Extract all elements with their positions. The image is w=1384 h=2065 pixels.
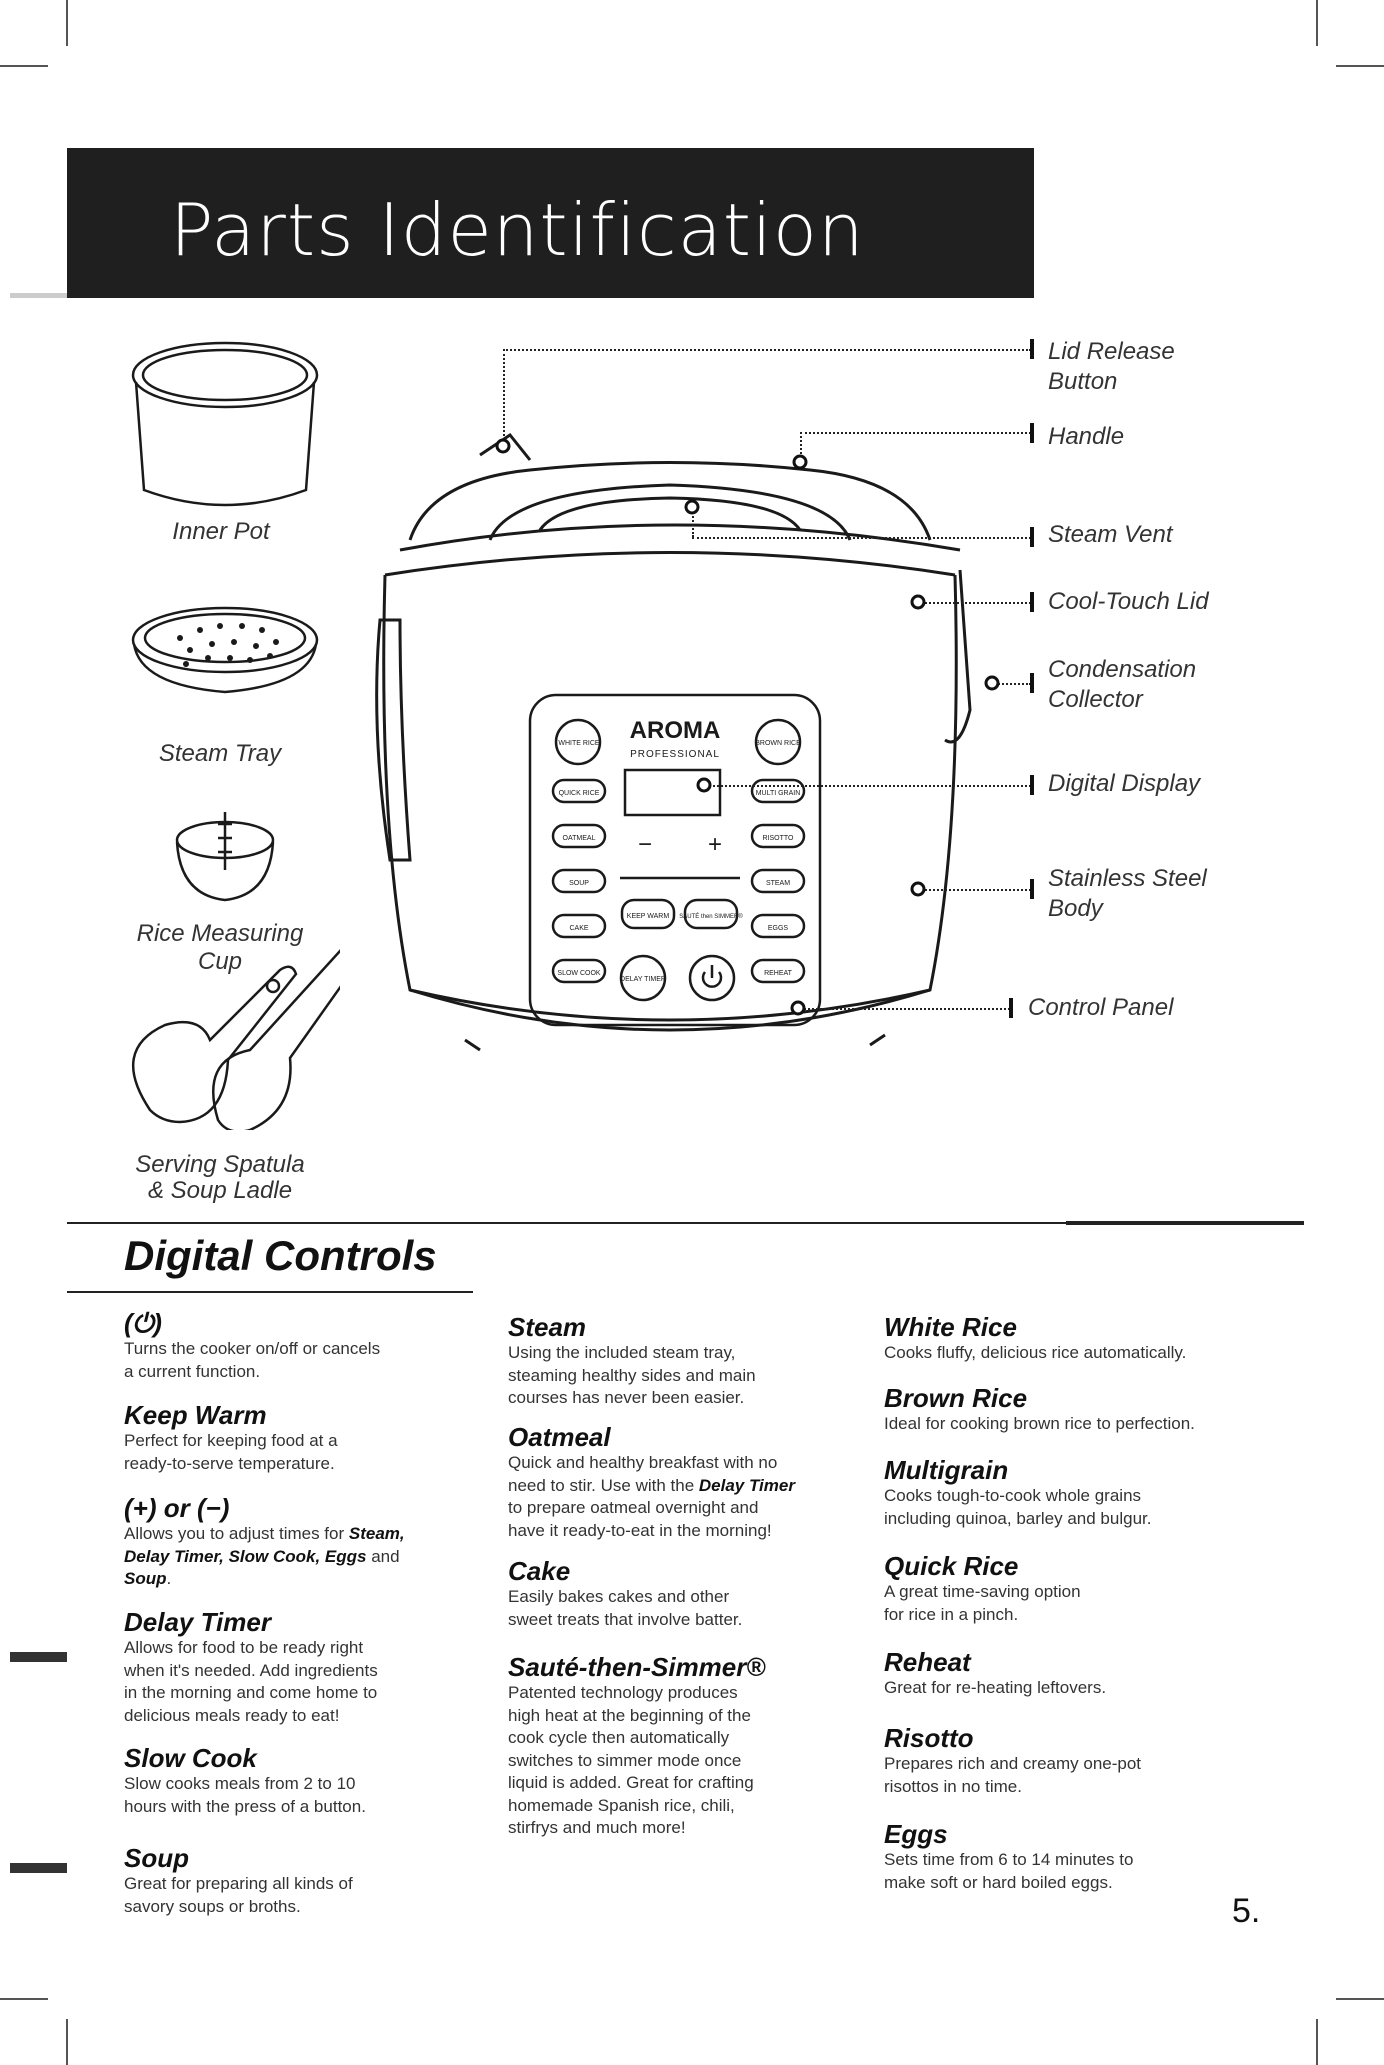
banner-tab — [10, 293, 67, 298]
crop-mark — [1336, 1998, 1384, 2000]
reheat-description: Reheat Great for re-heating leftovers. — [884, 1647, 1107, 1697]
spatula-ladle-icon — [132, 949, 340, 1130]
plus-button: + — [708, 831, 722, 858]
control-panel — [528, 693, 822, 1027]
digital-display-label: Digital Display — [1048, 770, 1201, 797]
soup-description: Soup Great for preparing all kinds of sa… — [124, 1843, 353, 1916]
steam-vent-label: Steam Vent — [1048, 521, 1173, 548]
steam-button: STEAM — [766, 880, 790, 887]
plus-minus-description: (+) or (−) Allows you to adjust times fo… — [124, 1493, 405, 1588]
steam-description: Steam Using the included steam tray, ste… — [508, 1312, 756, 1407]
brand-logo: AROMA — [630, 717, 721, 744]
cool-touch-lid-label: Cool-Touch Lid — [1048, 588, 1209, 615]
delay-timer-button: DELAY TIMER — [620, 976, 666, 983]
steam-tray-label: Steam Tray — [158, 740, 282, 767]
callout-tick — [1030, 775, 1034, 795]
stainless-body-label: Stainless Steel Body — [1048, 865, 1207, 922]
page-number: 5. — [1232, 1892, 1261, 1930]
white-rice-button: WHITE RICE — [558, 740, 600, 747]
quick-rice-button: QUICK RICE — [559, 790, 600, 797]
risotto-description: Risotto Prepares rich and creamy one-pot… — [884, 1723, 1142, 1796]
measuring-cup-icon — [175, 812, 275, 902]
callout-tick — [1030, 339, 1034, 359]
power-description: (⏻) Turns the cooker on/off or cancels a… — [124, 1308, 380, 1383]
title-underline — [67, 1291, 473, 1293]
spatula-label: Serving Spatula & Soup Ladle — [135, 1151, 305, 1204]
title-banner: Parts Identification — [67, 148, 1034, 298]
callout-line — [706, 785, 1031, 787]
white-rice-description: White Rice Cooks fluffy, delicious rice … — [884, 1312, 1187, 1362]
margin-mark — [10, 1652, 67, 1662]
saute-simmer-description: Sauté-then-Simmer® Patented technology p… — [508, 1652, 766, 1837]
crop-mark — [66, 2019, 68, 2065]
callout-line — [800, 1008, 1010, 1010]
section-divider-accent — [1066, 1221, 1304, 1225]
brown-rice-button: BROWN RICE — [755, 740, 801, 747]
inner-pot-label: Inner Pot — [172, 518, 270, 545]
condensation-label: Condensation Collector — [1048, 656, 1197, 713]
callout-dots — [495, 438, 1000, 1016]
power-icon — [701, 971, 723, 988]
margin-mark — [10, 1863, 67, 1873]
section-divider — [67, 1222, 1304, 1224]
rice-cup-label: Rice Measuring Cup — [136, 920, 304, 975]
callout-tick — [1030, 673, 1034, 693]
eggs-description: Eggs Sets time from 6 to 14 minutes to m… — [884, 1819, 1134, 1892]
keep-warm-description: Keep Warm Perfect for keeping food at a … — [124, 1400, 338, 1473]
steam-tray-icon — [131, 606, 319, 694]
oatmeal-button: OATMEAL — [563, 835, 596, 842]
cake-description: Cake Easily bakes cakes and other sweet … — [508, 1556, 743, 1629]
callout-tick — [1030, 527, 1034, 547]
rice-cooker-illustration: AROMA PROFESSIONAL − + WHITE RICE BROWN … — [375, 432, 972, 1052]
crop-mark — [1336, 65, 1384, 67]
accessories-illustration — [131, 341, 340, 1130]
callout-line — [692, 505, 694, 537]
callout-line — [503, 349, 1031, 351]
inner-pot-icon — [131, 341, 319, 507]
slow-cook-button: SLOW COOK — [557, 970, 601, 977]
keep-warm-button: KEEP WARM — [627, 913, 670, 920]
callout-tick — [1030, 879, 1034, 899]
quick-rice-description: Quick Rice A great time-saving option fo… — [884, 1551, 1081, 1624]
crop-mark — [66, 0, 68, 46]
digital-controls-title: Digital Controls — [124, 1232, 437, 1279]
callout-line — [800, 432, 1031, 434]
callout-line — [800, 432, 802, 462]
oatmeal-description: Oatmeal Quick and healthy breakfast with… — [508, 1422, 795, 1540]
crop-mark — [1316, 0, 1318, 46]
multigrain-button: MULTI GRAIN — [756, 790, 801, 797]
callout-tick — [1030, 423, 1034, 443]
callout-line — [920, 889, 1031, 891]
crop-mark — [0, 1998, 48, 2000]
brand-sub: PROFESSIONAL — [630, 749, 720, 760]
callout-tick — [1009, 998, 1013, 1018]
lid-release-label: Lid Release Button — [1048, 338, 1175, 395]
minus-button: − — [638, 831, 652, 858]
crop-mark — [0, 65, 48, 67]
page-title: Parts Identification — [170, 188, 865, 272]
power-heading: (⏻) — [124, 1308, 162, 1338]
risotto-button: RISOTTO — [763, 835, 795, 842]
soup-button: SOUP — [569, 880, 589, 887]
callout-line — [692, 537, 1031, 539]
multigrain-description: Multigrain Cooks tough-to-cook whole gra… — [884, 1455, 1152, 1528]
reheat-button: REHEAT — [764, 970, 793, 977]
callout-line — [920, 602, 1031, 604]
crop-mark — [1316, 2019, 1318, 2065]
callout-line — [503, 349, 505, 444]
cake-button: CAKE — [569, 925, 588, 932]
saute-simmer-button: SAUTÉ then SIMMER® — [679, 913, 743, 920]
power-text: Turns the cooker on/off or cancels a cur… — [124, 1339, 381, 1381]
eggs-button: EGGS — [768, 925, 789, 932]
handle-label: Handle — [1048, 423, 1125, 450]
brown-rice-description: Brown Rice Ideal for cooking brown rice … — [884, 1383, 1195, 1433]
delay-timer-description: Delay Timer Allows for food to be ready … — [124, 1607, 378, 1725]
callout-tick — [1030, 592, 1034, 612]
slow-cook-description: Slow Cook Slow cooks meals from 2 to 10 … — [124, 1743, 366, 1816]
callout-line — [995, 683, 1031, 685]
control-panel-label: Control Panel — [1028, 994, 1174, 1021]
